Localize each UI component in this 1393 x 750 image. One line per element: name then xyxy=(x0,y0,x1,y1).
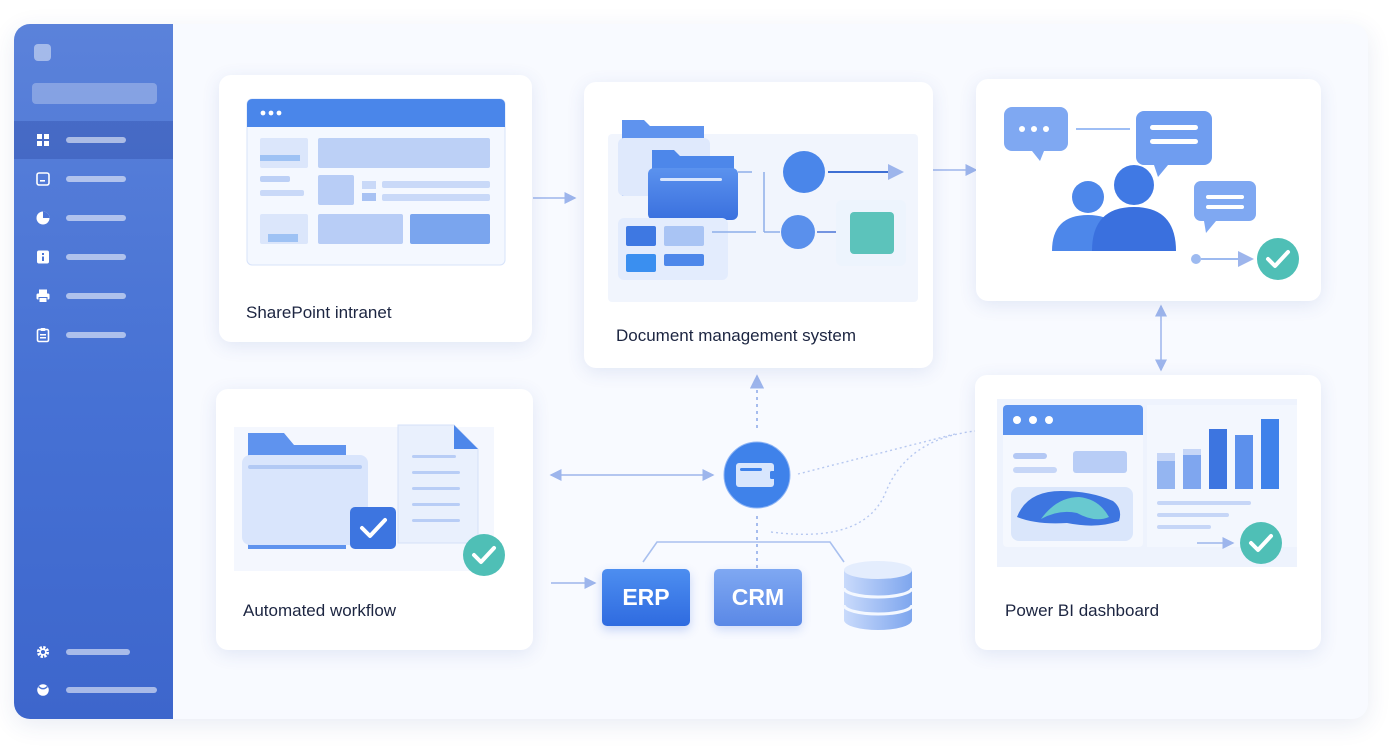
app-logo xyxy=(34,44,51,61)
sidebar-item-label xyxy=(66,215,126,221)
sidebar-item-label xyxy=(66,254,126,260)
sidebar-item-support[interactable] xyxy=(14,671,173,709)
sidebar-item-label xyxy=(66,332,126,338)
grid-icon xyxy=(35,132,51,148)
intranet-window-illustration xyxy=(246,98,506,266)
sharepoint-card[interactable]: SharePoint intranet xyxy=(219,75,532,342)
sidebar-item-dashboard[interactable] xyxy=(14,121,173,159)
main-canvas: ERP CRM xyxy=(173,24,1368,719)
workflow-illustration xyxy=(234,424,505,576)
clipboard-icon xyxy=(35,327,51,343)
collaboration-card[interactable] xyxy=(976,79,1321,301)
erp-label: ERP xyxy=(622,584,670,610)
powerbi-illustration xyxy=(997,399,1297,567)
sidebar-item-settings[interactable] xyxy=(14,633,173,671)
sidebar-item-label xyxy=(66,176,126,182)
sidebar-item-analytics[interactable] xyxy=(14,199,173,237)
sidebar-item-print[interactable] xyxy=(14,277,173,315)
crm-label: CRM xyxy=(731,584,785,610)
app-frame: ERP CRM xyxy=(14,24,1368,719)
chart-icon xyxy=(35,210,51,226)
card-title: Automated workflow xyxy=(243,601,397,620)
dms-illustration xyxy=(608,120,918,302)
sidebar-item-tasks[interactable] xyxy=(14,316,173,354)
badge-icon xyxy=(35,249,51,265)
database-icon[interactable] xyxy=(840,560,916,632)
integration-hub[interactable] xyxy=(723,441,791,509)
crm-system[interactable]: CRM xyxy=(714,569,802,626)
sidebar-item-label xyxy=(66,137,126,143)
sidebar-item-label xyxy=(66,687,157,693)
collaboration-illustration xyxy=(1004,107,1299,280)
connector-layer xyxy=(533,164,1167,589)
workflow-card[interactable]: Automated workflow xyxy=(216,389,533,650)
sidebar-item-info[interactable] xyxy=(14,238,173,276)
powerbi-card[interactable]: Power BI dashboard xyxy=(975,375,1321,650)
dms-card[interactable]: Document management system xyxy=(584,82,933,368)
connector-branch xyxy=(642,541,845,563)
sidebar xyxy=(14,24,173,719)
gear-icon xyxy=(35,644,51,660)
sidebar-search-bar[interactable] xyxy=(32,83,157,104)
sidebar-item-label xyxy=(66,293,126,299)
card-title: Document management system xyxy=(616,326,856,345)
sidebar-item-documents[interactable] xyxy=(14,160,173,198)
card-title: SharePoint intranet xyxy=(246,303,392,322)
printer-icon xyxy=(35,288,51,304)
support-icon xyxy=(35,682,51,698)
card-title: Power BI dashboard xyxy=(1005,601,1160,620)
document-icon xyxy=(35,171,51,187)
sidebar-item-label xyxy=(66,649,130,655)
connector-hub-powerbi-curve xyxy=(770,424,990,535)
erp-system[interactable]: ERP xyxy=(602,569,690,626)
connector-hub-powerbi xyxy=(797,433,956,475)
